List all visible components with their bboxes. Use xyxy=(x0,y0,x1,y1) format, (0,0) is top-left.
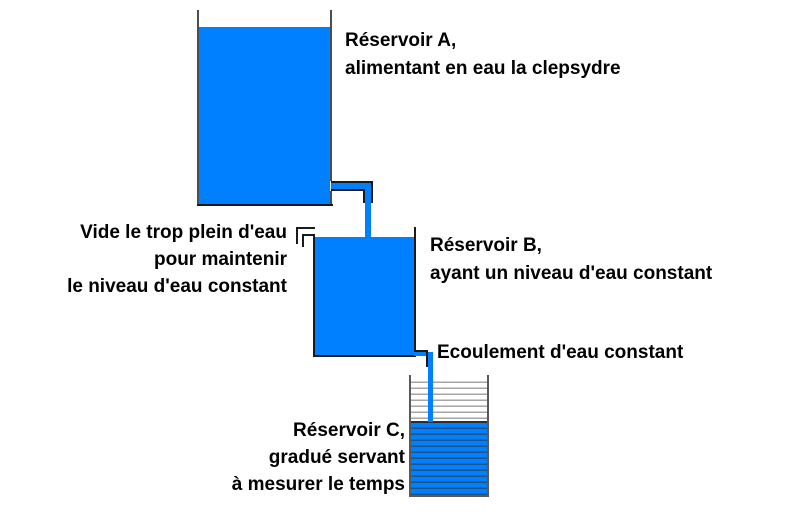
feed-pipe-water-horizontal xyxy=(331,183,371,189)
overflow-label-line1: Vide le trop plein d'eau xyxy=(80,222,287,243)
feed-pipe-outline-bottom xyxy=(331,189,365,191)
flow-label-line1: Ecoulement d'eau constant xyxy=(437,342,684,363)
outlet-spout-water xyxy=(414,352,430,356)
overflow-label: Vide le trop plein d'eau pour maintenir … xyxy=(0,219,287,300)
reservoir-b-bottom xyxy=(313,355,416,357)
reservoir-a-wall-right-upper xyxy=(330,10,332,181)
overflow-spout-inner-horizontal xyxy=(302,234,315,236)
reservoir-c-wall-left xyxy=(409,375,411,497)
reservoir-c-label: Réservoir C, gradué servant à mesurer le… xyxy=(150,417,405,498)
reservoir-a-bottom xyxy=(197,204,333,206)
overflow-spout-outer-horizontal xyxy=(296,227,315,229)
reservoir-c-water xyxy=(411,421,487,496)
reservoir-b-label: Réservoir B, ayant un niveau d'eau const… xyxy=(430,232,712,288)
reservoir-b-label-line2: ayant un niveau d'eau constant xyxy=(430,263,713,284)
outlet-spout-ledge xyxy=(414,350,428,352)
reservoir-a-water xyxy=(199,27,330,205)
reservoir-a-label-line1: Réservoir A, xyxy=(345,30,457,51)
overflow-spout-inner-vertical xyxy=(302,234,304,247)
feed-pipe-outline-top xyxy=(331,181,373,183)
reservoir-a-label-line2: alimentant en eau la clepsydre xyxy=(345,58,621,79)
reservoir-b-label-line1: Réservoir B, xyxy=(430,235,542,256)
overflow-label-line3: le niveau d'eau constant xyxy=(67,276,287,297)
reservoir-b-wall-right xyxy=(414,227,416,351)
reservoir-b-water xyxy=(315,237,414,356)
reservoir-c-label-line2: gradué servant xyxy=(268,447,405,468)
falling-stream-b-to-c xyxy=(428,352,433,422)
reservoir-c-label-line1: Réservoir C, xyxy=(293,420,405,441)
feed-pipe-outline-left xyxy=(363,189,365,203)
reservoir-c-label-line3: à mesurer le temps xyxy=(231,474,405,495)
flow-label: Ecoulement d'eau constant xyxy=(437,339,683,366)
outlet-spout-lip xyxy=(426,352,428,367)
reservoir-c-bottom xyxy=(409,495,489,497)
reservoir-a-wall-right-lower xyxy=(330,191,332,206)
feed-pipe-outline-right xyxy=(371,181,373,203)
overflow-label-line2: pour maintenir xyxy=(153,249,287,270)
reservoir-c-graduations-empty xyxy=(411,377,487,421)
reservoir-a-label: Réservoir A, alimentant en eau la clepsy… xyxy=(345,27,621,83)
reservoir-b-wall-left xyxy=(313,235,315,357)
falling-stream-a-to-b xyxy=(365,183,371,239)
reservoir-a-wall-left xyxy=(197,10,199,206)
overflow-spout-outer-vertical xyxy=(296,227,298,244)
reservoir-c-wall-right xyxy=(487,375,489,497)
